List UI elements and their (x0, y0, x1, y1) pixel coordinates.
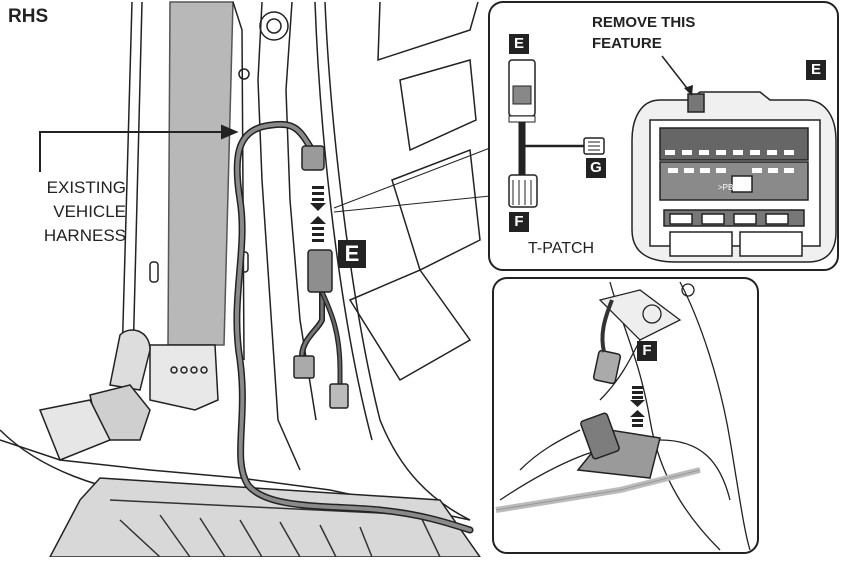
t-patch-label: T-PATCH (528, 240, 595, 257)
tag-e-inset: E (509, 34, 529, 54)
vehicle-harness-connector (301, 145, 325, 171)
connector-marking: >PBT< (718, 183, 743, 192)
tag-e-main: E (338, 240, 366, 268)
existing-harness-line-3: HARNESS (43, 226, 126, 245)
remove-feature-line-1: REMOVE THIS (592, 14, 696, 31)
inset-connector-f (508, 174, 538, 208)
side-label: RHS (8, 6, 49, 27)
t-patch-connector-f-detail (592, 349, 622, 385)
vehicle-interior (0, 1, 482, 558)
install-detail-panel (492, 277, 759, 554)
existing-harness-line-1: EXISTING (46, 178, 126, 197)
t-patch-panel: >PBT< (488, 1, 839, 271)
connector-e-face-detail (631, 91, 837, 263)
trunk-connector (580, 412, 620, 460)
t-patch-connector-e (307, 249, 333, 293)
main-connectors (293, 145, 349, 409)
existing-harness-label: EXISTING VEHICLE HARNESS (2, 176, 126, 248)
tag-e-detail: E (806, 60, 826, 80)
harness-pointer (39, 124, 239, 172)
t-patch-connector-g (329, 383, 349, 409)
harness-cable (233, 120, 474, 534)
connect-arrows-main (310, 186, 326, 242)
callout-lines (333, 147, 491, 213)
remove-feature-label: REMOVE THIS FEATURE (592, 12, 695, 54)
existing-harness-line-2: VEHICLE (53, 202, 126, 221)
tag-g-inset: G (586, 158, 606, 178)
tag-f-inset: F (509, 212, 529, 232)
t-patch-connector-branch (293, 355, 315, 379)
remove-feature-tab (687, 93, 705, 113)
tag-f-bottom: F (637, 341, 657, 361)
connect-arrows-detail (630, 386, 645, 427)
remove-feature-line-2: FEATURE (592, 35, 662, 52)
